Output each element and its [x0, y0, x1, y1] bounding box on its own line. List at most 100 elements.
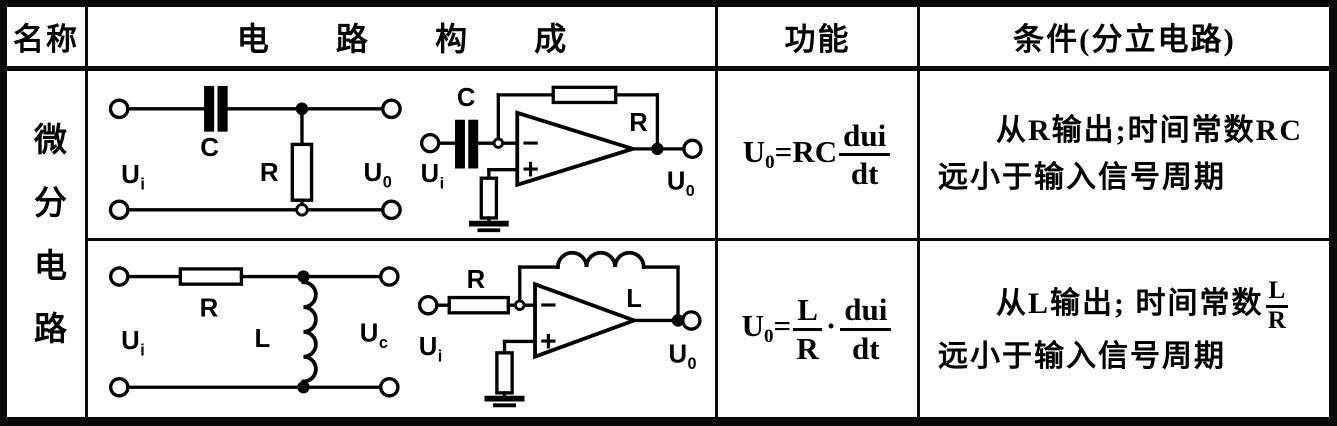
resistor-symbol [290, 142, 314, 202]
header-condition-label: 条件(分立电路) [1013, 22, 1236, 57]
ground-symbol [469, 220, 510, 232]
junction-dot-top [297, 269, 310, 283]
resistor-symbol [178, 266, 244, 286]
opamp-symbol [533, 280, 641, 359]
capacitor-label: C [200, 132, 219, 162]
summing-node [493, 136, 505, 149]
output-terminal [682, 138, 704, 159]
inductor-label: L [255, 325, 271, 353]
input-voltage-label: U [121, 327, 140, 355]
input-voltage-sub: i [140, 341, 145, 359]
output-terminal-bottom [379, 376, 400, 397]
junction-dot-bottom [297, 380, 310, 393]
rc-passive-circuit: C R U i U 0 [108, 85, 402, 221]
fraction-numerator: dui [840, 293, 892, 331]
equals-sign: = [774, 133, 793, 169]
fraction-denominator: dt [850, 156, 879, 191]
output-voltage-sub: 0 [688, 355, 697, 373]
input-terminal-bottom [108, 199, 130, 221]
header-name: 名称 [7, 7, 85, 71]
formula-coefficient: RC [792, 133, 838, 169]
header-circuit-label: 电路构成 [236, 20, 634, 57]
input-terminal-top [109, 265, 130, 287]
input-resistor-label: R [467, 266, 486, 294]
feedback-resistor-label: R [630, 108, 648, 136]
output-junction-dot [651, 142, 665, 155]
inductor-symbol [301, 279, 318, 383]
input-voltage-sub: i [140, 176, 145, 194]
output-terminal-top [379, 265, 400, 287]
fraction-numerator: L [1265, 277, 1289, 308]
output-voltage-sub: c [379, 334, 388, 352]
input-terminal [418, 294, 439, 315]
output-voltage-sub: 0 [686, 182, 695, 200]
row-label-cell: 微分电路 [7, 71, 85, 417]
output-junction-dot [672, 313, 685, 327]
input-voltage-label: U [421, 159, 439, 187]
inverting-input-sign: − [523, 127, 540, 159]
feedback-inductor-symbol [556, 250, 647, 269]
junction-dot [295, 102, 309, 116]
header-condition: 条件(分立电路) [917, 7, 1329, 71]
junction-open-node [295, 203, 309, 217]
rc-condition-line1: 从R输出;时间常数RC [996, 114, 1303, 147]
header-function: 功能 [715, 7, 917, 71]
input-voltage-label: U [419, 332, 438, 360]
output-voltage-label: U [669, 340, 688, 368]
ground-symbol [484, 395, 526, 407]
header-name-label: 名称 [13, 22, 79, 57]
bias-resistor-symbol [480, 176, 499, 220]
differentiator-circuits-table: 名称 电路构成 功能 条件(分立电路) 微分电路 [7, 7, 1329, 417]
fraction-denominator: dt [852, 330, 880, 366]
fraction-numerator: dui [839, 118, 891, 156]
rc-condition-cell: 从R输出;时间常数RC 远小于输入信号周期 [917, 71, 1329, 238]
fraction-denominator: R [796, 330, 819, 366]
resistor-label: R [200, 294, 219, 322]
input-resistor-symbol [448, 295, 511, 314]
capacitor-symbol [455, 119, 479, 168]
rc-circuit-cell: C R U i U 0 [85, 71, 715, 238]
rl-circuit-cell: R L U i U c [85, 238, 715, 417]
output-voltage-label: U [364, 157, 383, 187]
header-function-label: 功能 [784, 22, 851, 57]
rl-passive-circuit: R L U i U c [109, 265, 400, 397]
summing-node [514, 298, 526, 311]
output-voltage-sub: 0 [383, 174, 392, 192]
resistor-label: R [260, 157, 279, 187]
header-circuit: 电路构成 [85, 7, 715, 71]
feedback-resistor-symbol [552, 85, 618, 104]
formula-var-sub: 0 [764, 326, 774, 348]
formula-var: U [742, 133, 766, 169]
rl-opamp-circuit: R L − + U i U 0 [418, 250, 703, 407]
rl-condition-line1-text: 从L输出; 时间常数 [996, 286, 1264, 320]
noninverting-input-sign: + [540, 325, 557, 357]
rl-condition-line2: 远小于输入信号周期 [938, 340, 1226, 373]
bias-resistor-symbol [495, 350, 515, 395]
output-voltage-label: U [667, 167, 685, 195]
input-voltage-label: U [121, 159, 140, 189]
output-voltage-label: U [360, 319, 379, 347]
feedback-inductor-label: L [627, 285, 643, 313]
inverting-input-sign: − [540, 289, 557, 321]
rc-opamp-circuit: C R − + U i U 0 [420, 84, 704, 232]
fraction-numerator: L [793, 293, 822, 331]
capacitor-symbol [204, 85, 228, 132]
output-terminal-top [381, 98, 402, 120]
opamp-symbol [515, 109, 640, 187]
input-terminal [420, 132, 441, 153]
rc-condition-line2: 远小于输入信号周期 [938, 160, 1226, 194]
row-label: 微分电路 [28, 122, 65, 374]
output-terminal-bottom [381, 199, 402, 221]
noninverting-input-sign: + [523, 154, 540, 186]
input-terminal-top [108, 98, 130, 120]
